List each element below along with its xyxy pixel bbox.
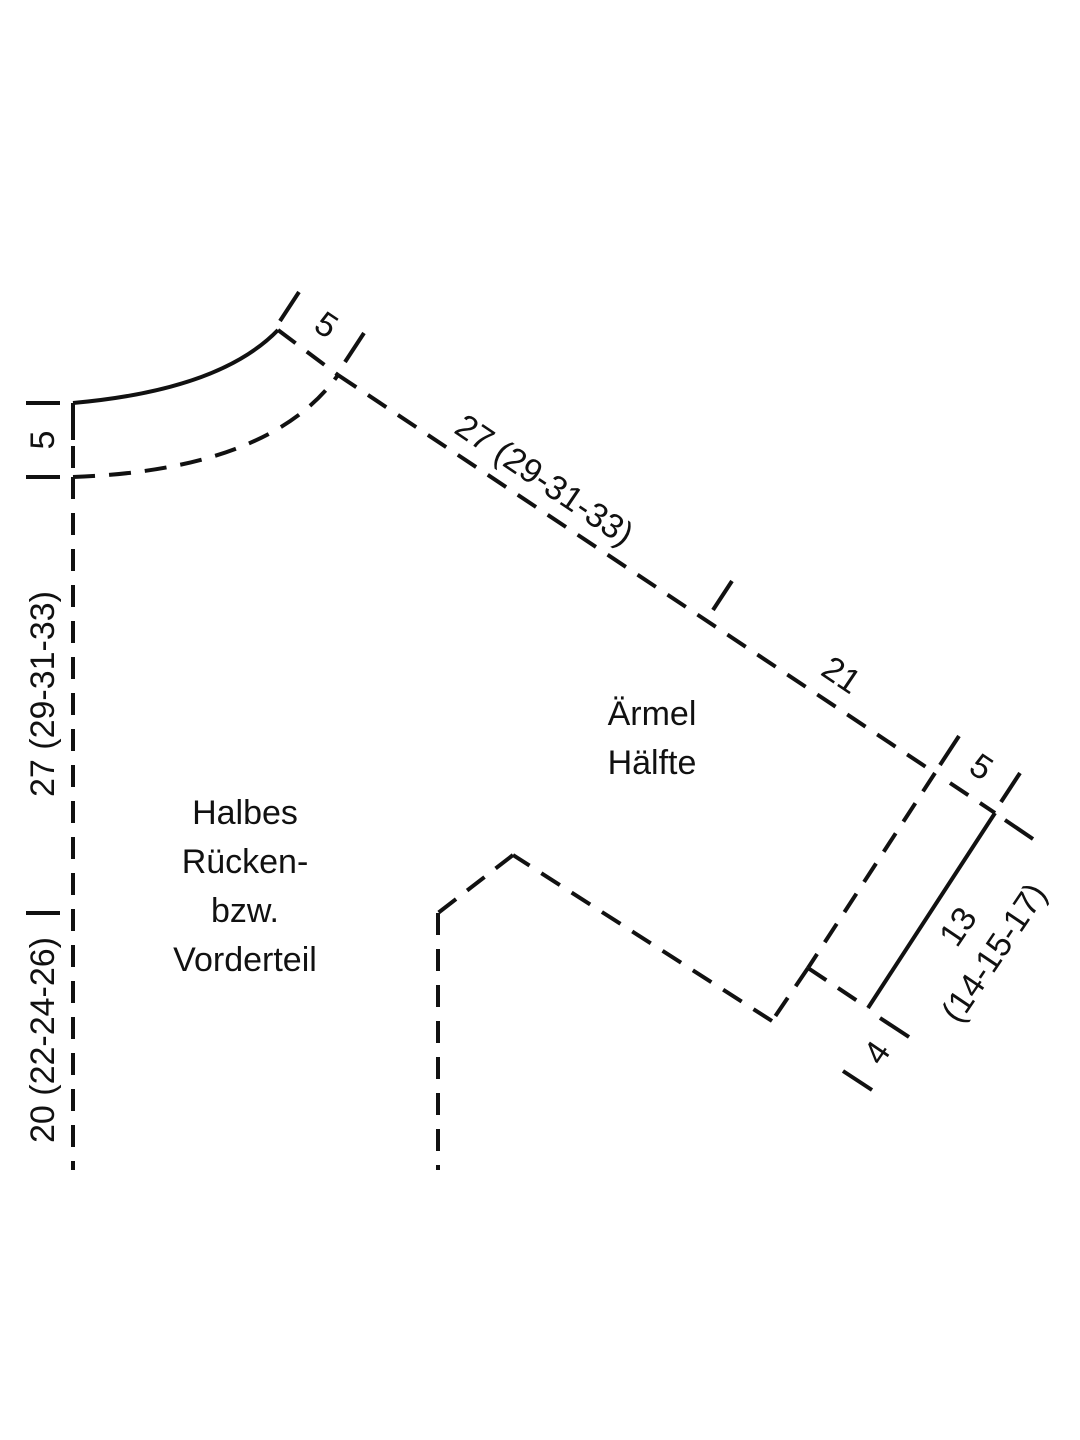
label-neck-depth: 5 [24,431,62,450]
area-sleeve-line-1: Ärmel [608,695,697,733]
area-body-line-2: Rücken- [182,843,309,881]
sleeve-under-continue [770,966,810,1023]
label-neck-width: 5 [308,304,345,346]
shoulder-sleeve-line [336,373,937,775]
sleeve-underarm-line [511,853,774,1023]
cuff-top-line [948,781,997,815]
label-cuff-top: 5 [963,746,1000,788]
label-body-side: 27 (29-31-33) [24,591,62,797]
label-body-lower: 20 (22-24-26) [24,937,62,1143]
neckline-back-curve [72,373,340,479]
neck-width-dash [276,328,340,377]
tick-neck-width-right [343,331,366,364]
area-body-line-1: Halbes [192,794,298,832]
armhole-line [436,853,515,915]
cuff-bottom-line [806,966,870,1010]
tick-cuff-bottom-right [878,1016,911,1039]
label-cuff-bottom: 4 [856,1034,898,1071]
tick-neck-width-left [278,290,301,323]
area-body-line-3: bzw. [211,892,279,930]
label-shoulder-sleeve: 27 (29-31-33) [448,407,640,554]
area-sleeve-line-2: Hälfte [608,744,697,782]
label-cuff-width-sizes: (14-15-17) [934,876,1054,1029]
label-sleeve-length: 21 [815,649,868,702]
tick-cuff-top-left [938,734,961,767]
cuff-outer-line [866,811,997,1010]
tick-cuff-top-right [999,771,1022,804]
tick-cuff-side-top [1003,818,1035,841]
tick-sleeve-mid [711,579,734,612]
neckline-front-curve [72,328,280,405]
area-body-line-4: Vorderteil [173,941,317,979]
cuff-inner-line [806,771,937,970]
tick-cuff-bottom-left [841,1069,874,1092]
